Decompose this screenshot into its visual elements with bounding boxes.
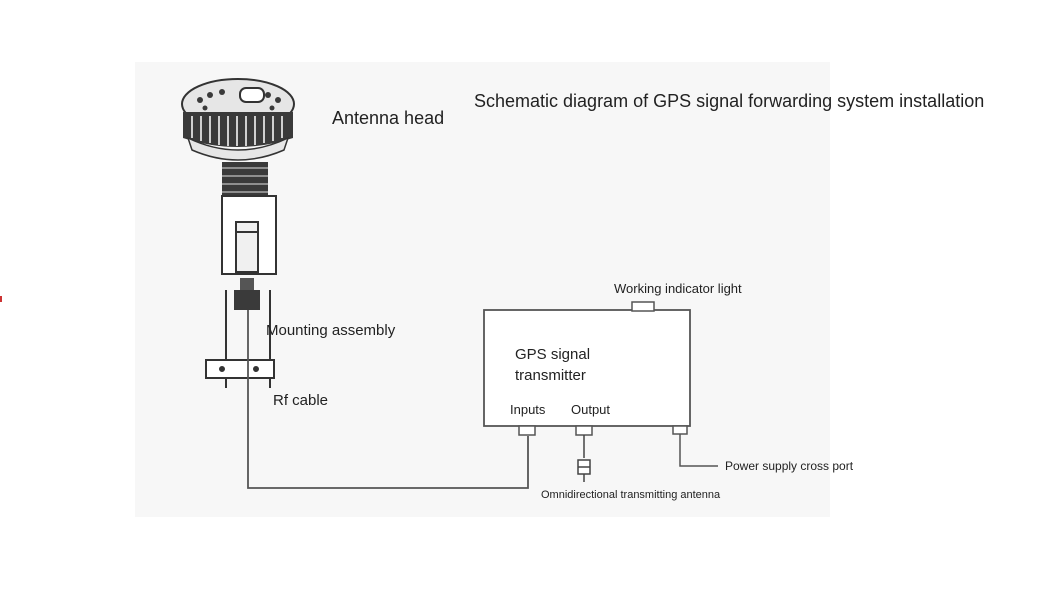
mounting-assembly-label: Mounting assembly: [266, 322, 396, 339]
omni-antenna-icon: [577, 435, 591, 482]
power-supply-label: Power supply cross port: [725, 459, 854, 473]
transmitter-label-line2: transmitter: [515, 367, 586, 384]
rf-cable-label: Rf cable: [273, 392, 329, 409]
rf-cable-line: [247, 310, 529, 489]
cable-connector-icon: [234, 278, 260, 310]
transmitter-label-line1: GPS signal: [515, 346, 591, 363]
edge-mark: [0, 296, 2, 302]
antenna-head-label: Antenna head: [332, 108, 445, 128]
power-supply-line: [679, 434, 718, 467]
antenna-head-icon: [181, 78, 295, 161]
input-port-icon: [518, 425, 536, 436]
gps-transmitter-box: [483, 301, 691, 436]
transmitter-label: GPS signal transmitter: [515, 344, 625, 386]
indicator-light-icon: [631, 301, 655, 312]
power-port-icon: [672, 425, 688, 435]
inputs-label: Inputs: [510, 402, 546, 417]
output-label: Output: [571, 402, 611, 417]
mounting-pole-icon: [221, 195, 277, 275]
omni-antenna-label: Omnidirectional transmitting antenna: [541, 489, 721, 501]
diagram-title: Schematic diagram of GPS signal forwardi…: [474, 91, 985, 111]
mounting-assembly-icon: [205, 290, 275, 388]
output-port-icon: [575, 425, 593, 436]
indicator-light-label: Working indicator light: [614, 281, 742, 296]
